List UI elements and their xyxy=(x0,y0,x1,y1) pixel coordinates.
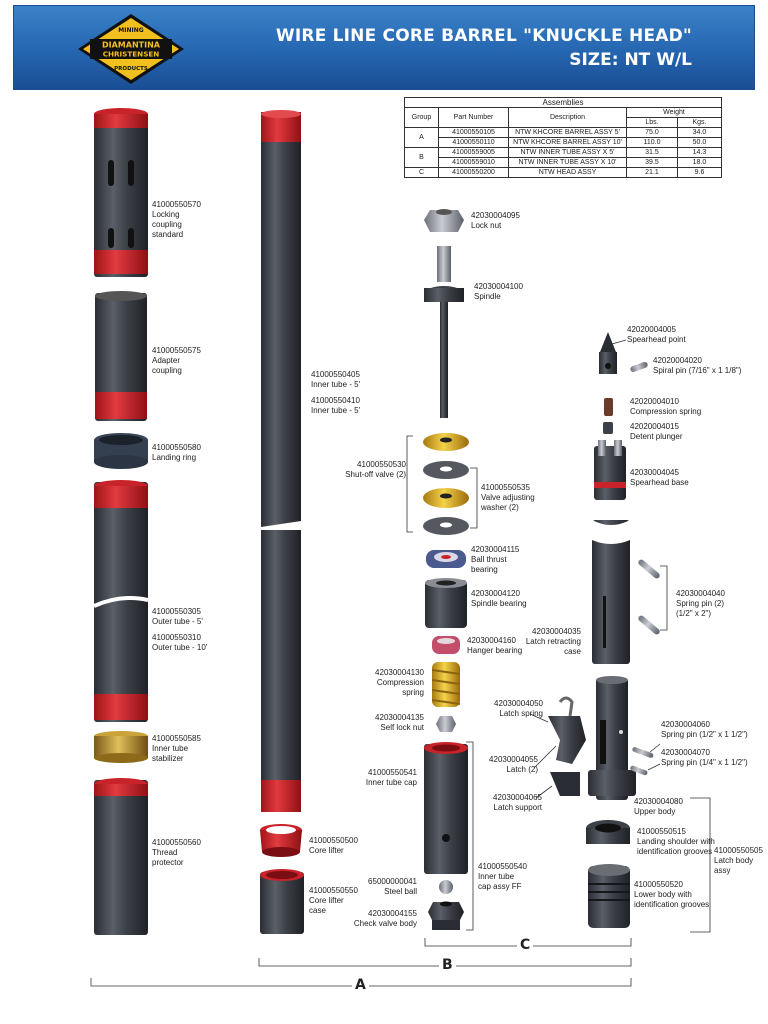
table-row: A 41000550105 NTW KHCORE BARREL ASSY 5' … xyxy=(404,127,723,148)
lower-body xyxy=(588,864,630,928)
group-a-label: A xyxy=(352,977,369,993)
shutoff-valve-1 xyxy=(423,433,469,451)
document-size: SIZE: NT W/L xyxy=(569,50,692,70)
svg-text:CHRISTENSEN: CHRISTENSEN xyxy=(103,50,160,59)
spearhead-base xyxy=(594,440,626,500)
core-lifter xyxy=(260,824,302,857)
locking-coupling xyxy=(94,108,148,277)
spindle xyxy=(424,246,464,418)
spindle-bearing xyxy=(425,578,467,628)
valve-washer-2 xyxy=(423,517,469,535)
landing-ring xyxy=(94,433,148,469)
steel-ball xyxy=(439,880,453,894)
svg-text:PRODUCTS: PRODUCTS xyxy=(114,66,148,72)
shutoff-valve-2 xyxy=(423,488,469,508)
inner-tube xyxy=(261,110,301,812)
inner-tube-cap xyxy=(424,742,468,874)
lock-nut xyxy=(424,209,464,232)
ball-thrust-bearing xyxy=(426,550,466,568)
spring-pins-small xyxy=(630,747,654,776)
check-valve-body xyxy=(428,901,464,930)
group-b-label: B xyxy=(439,957,456,973)
table-row: 41000550110 NTW KHCORE BARREL ASSY 10' 1… xyxy=(405,137,723,148)
document-title: WIRE LINE CORE BARREL "KNUCKLE HEAD" xyxy=(275,26,692,46)
inner-tube-stabilizer xyxy=(94,731,148,763)
spiral-pin xyxy=(630,361,648,373)
landing-shoulder xyxy=(586,820,630,844)
outer-tube xyxy=(93,480,149,722)
self-lock-nut xyxy=(436,716,456,732)
svg-text:DIAMANTINA: DIAMANTINA xyxy=(102,41,161,50)
group-c-label: C xyxy=(517,937,534,953)
adapter-coupling xyxy=(95,291,147,421)
latch-retracting-case xyxy=(592,520,630,664)
hanger-bearing xyxy=(432,636,460,654)
header-banner: MINING DIAMANTINA CHRISTENSEN PRODUCTS W… xyxy=(13,5,755,90)
compression-spring xyxy=(431,662,461,707)
diamantina-logo: MINING DIAMANTINA CHRISTENSEN PRODUCTS xyxy=(78,14,184,84)
core-lifter-case xyxy=(260,869,304,934)
spring-pin-pair xyxy=(638,559,660,635)
thread-protector xyxy=(94,778,148,935)
svg-text:MINING: MINING xyxy=(118,27,143,34)
leader-lines xyxy=(406,339,711,933)
assemblies-table: Assemblies Group Part Number Description… xyxy=(404,97,723,178)
spearhead-point xyxy=(599,332,617,374)
latch xyxy=(548,716,586,764)
valve-washer-1 xyxy=(423,461,469,479)
detent-plunger xyxy=(603,422,613,434)
compression-spring-small xyxy=(604,398,613,416)
table-row: C 41000550200 NTW HEAD ASSY 21.1 9.6 xyxy=(404,167,723,178)
latch-spring xyxy=(558,696,574,717)
upper-body xyxy=(588,676,636,800)
latch-support xyxy=(550,772,580,796)
